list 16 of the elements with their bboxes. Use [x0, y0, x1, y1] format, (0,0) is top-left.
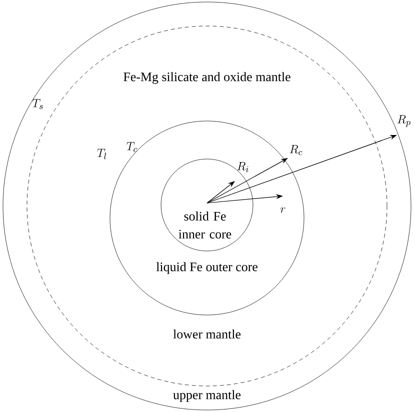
temperature-label: $T_c$: [126, 142, 138, 152]
boundary-circle: [26, 26, 388, 386]
region-label: liquid Fe outer core: [156, 262, 258, 274]
temperature-label: $T_s$: [32, 99, 43, 110]
boundary-circle: [160, 158, 254, 252]
temperature-label: $T_l$: [97, 148, 106, 160]
region-label: lower mantle: [173, 329, 241, 339]
radius-label: $R_c$: [290, 145, 302, 156]
region-label: solid Fe inner core: [178, 211, 232, 239]
region-label: Fe-Mg silicate and oxide mantle: [124, 72, 290, 84]
boundary-circle: [110, 120, 304, 316]
region-label: upper mantle: [173, 390, 241, 402]
boundary-circle: [2, 2, 412, 410]
radius-label: $R_p$: [398, 115, 410, 127]
radius-label: $r$: [280, 207, 286, 213]
radius-label: $R_i$: [237, 162, 248, 172]
